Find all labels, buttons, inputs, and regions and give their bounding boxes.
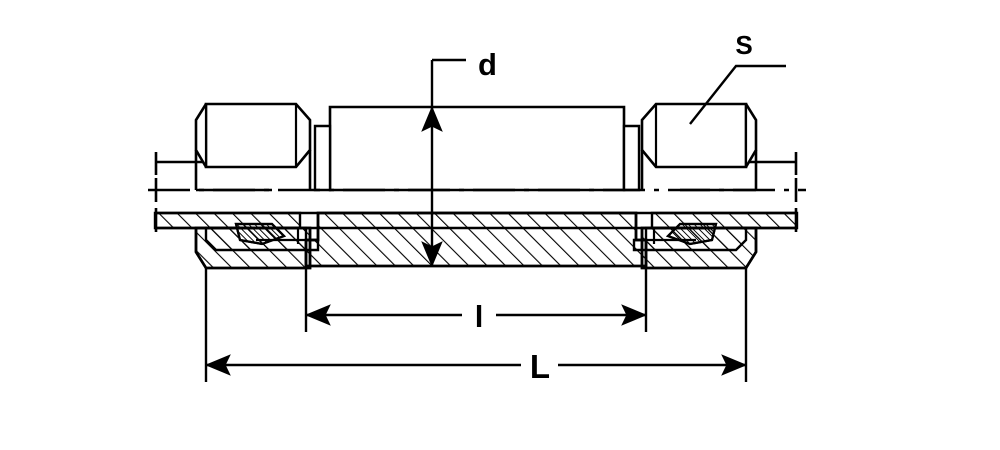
right-nut-chamfer-right [744, 103, 758, 168]
dimension-s-leader [689, 64, 786, 125]
center-body-upper-outline [328, 105, 626, 192]
dimension-overall-L: L [204, 268, 748, 385]
center-body-left-collar [313, 124, 332, 192]
dimension-s-label: S [735, 30, 752, 60]
right-ferrule-outline [666, 222, 718, 246]
dimension-L-label: L [530, 348, 550, 385]
left-tube-wall-section [153, 211, 302, 230]
right-nut-upper-outline [640, 102, 748, 169]
left-nut-upper-outline [204, 102, 312, 169]
dimension-l-label: l [475, 299, 484, 334]
dimension-d-label: d [478, 47, 497, 82]
left-nut-chamfer-left [194, 103, 208, 168]
bore-lines [155, 211, 797, 230]
center-body [304, 105, 648, 268]
dimension-l: l [304, 240, 648, 334]
center-body-section [304, 211, 648, 268]
center-body-right-collar [622, 124, 641, 192]
centerline [148, 178, 806, 202]
dimension-d: d [421, 47, 497, 268]
dimension-s: S [689, 30, 786, 125]
left-ferrule-outline [234, 222, 286, 246]
right-tube-wall-section [650, 211, 799, 230]
